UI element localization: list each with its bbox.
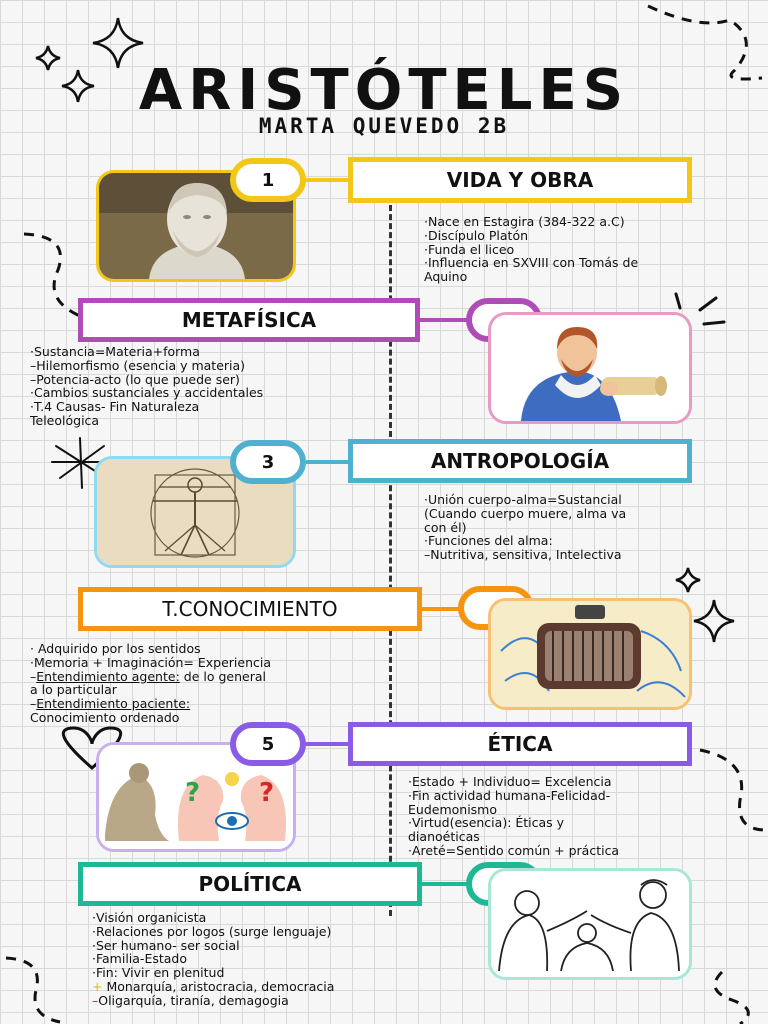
- section-1-image-frame: [96, 170, 296, 282]
- section-5-title: ÉTICA: [348, 722, 692, 766]
- svg-text:?: ?: [259, 778, 274, 808]
- thinker-question-icon: ? ?: [99, 745, 293, 849]
- timeline-axis: [389, 196, 392, 916]
- dashed-curve: [713, 970, 750, 1024]
- section-6-title: POLÍTICA: [78, 862, 422, 906]
- section-6-connector: [422, 882, 472, 886]
- dashed-curve: [23, 232, 81, 318]
- section-5-text: ·Estado + Individuo= Excelencia ·Fin act…: [408, 774, 620, 858]
- section-3-connector: [306, 460, 352, 464]
- section-4-connector: [422, 607, 462, 611]
- aristotle-bust-icon: [99, 173, 293, 279]
- page-title: ARISTÓTELES: [138, 58, 630, 123]
- section-3-number-badge: 3: [230, 440, 306, 484]
- section-4-image-frame: [488, 598, 692, 710]
- author-subtitle: MARTA QUEVEDO 2B: [258, 114, 510, 138]
- section-5-number-badge: 5: [230, 722, 306, 766]
- section-5-image-frame: ? ?: [96, 742, 296, 852]
- heart-icon: [62, 726, 122, 770]
- greek-debate-icon: [491, 871, 689, 977]
- section-3-title: ANTROPOLOGÍA: [348, 439, 692, 483]
- section-4-title: T.CONOCIMIENTO: [78, 587, 422, 631]
- section-1-connector: [306, 178, 352, 182]
- section-2-image-frame: [488, 312, 692, 424]
- section-6-text: ·Visión organicista ·Relaciones por logo…: [92, 910, 335, 1008]
- section-1-text: ·Nace en Estagira (384-322 a.C) ·Discípu…: [424, 214, 639, 285]
- rays-icon: [674, 292, 726, 326]
- philosopher-scroll-icon: [491, 315, 689, 421]
- dashed-curve: [647, 4, 763, 81]
- section-2-title: METAFÍSICA: [78, 298, 420, 342]
- sparkle-icon: [35, 17, 144, 103]
- section-3-text: ·Unión cuerpo-alma=Sustancial (Cuando cu…: [424, 492, 627, 563]
- section-4-text: · Adquirido por los sentidos ·Memoria + …: [30, 641, 271, 725]
- svg-text:?: ?: [185, 778, 200, 808]
- section-6-image-frame: [488, 868, 692, 980]
- section-2-connector: [420, 318, 470, 322]
- section-2-text: ·Sustancia=Materia+forma –Hilemorfismo (…: [30, 344, 264, 428]
- section-1-number-badge: 1: [230, 158, 306, 202]
- section-5-connector: [306, 742, 352, 746]
- brain-drawing-icon: [491, 601, 689, 707]
- section-1-title: VIDA Y OBRA: [348, 157, 692, 203]
- dashed-curve: [5, 956, 61, 1024]
- section-3-image-frame: [94, 456, 296, 568]
- sparkle-icon: [675, 567, 735, 643]
- dashed-curve: [699, 748, 767, 832]
